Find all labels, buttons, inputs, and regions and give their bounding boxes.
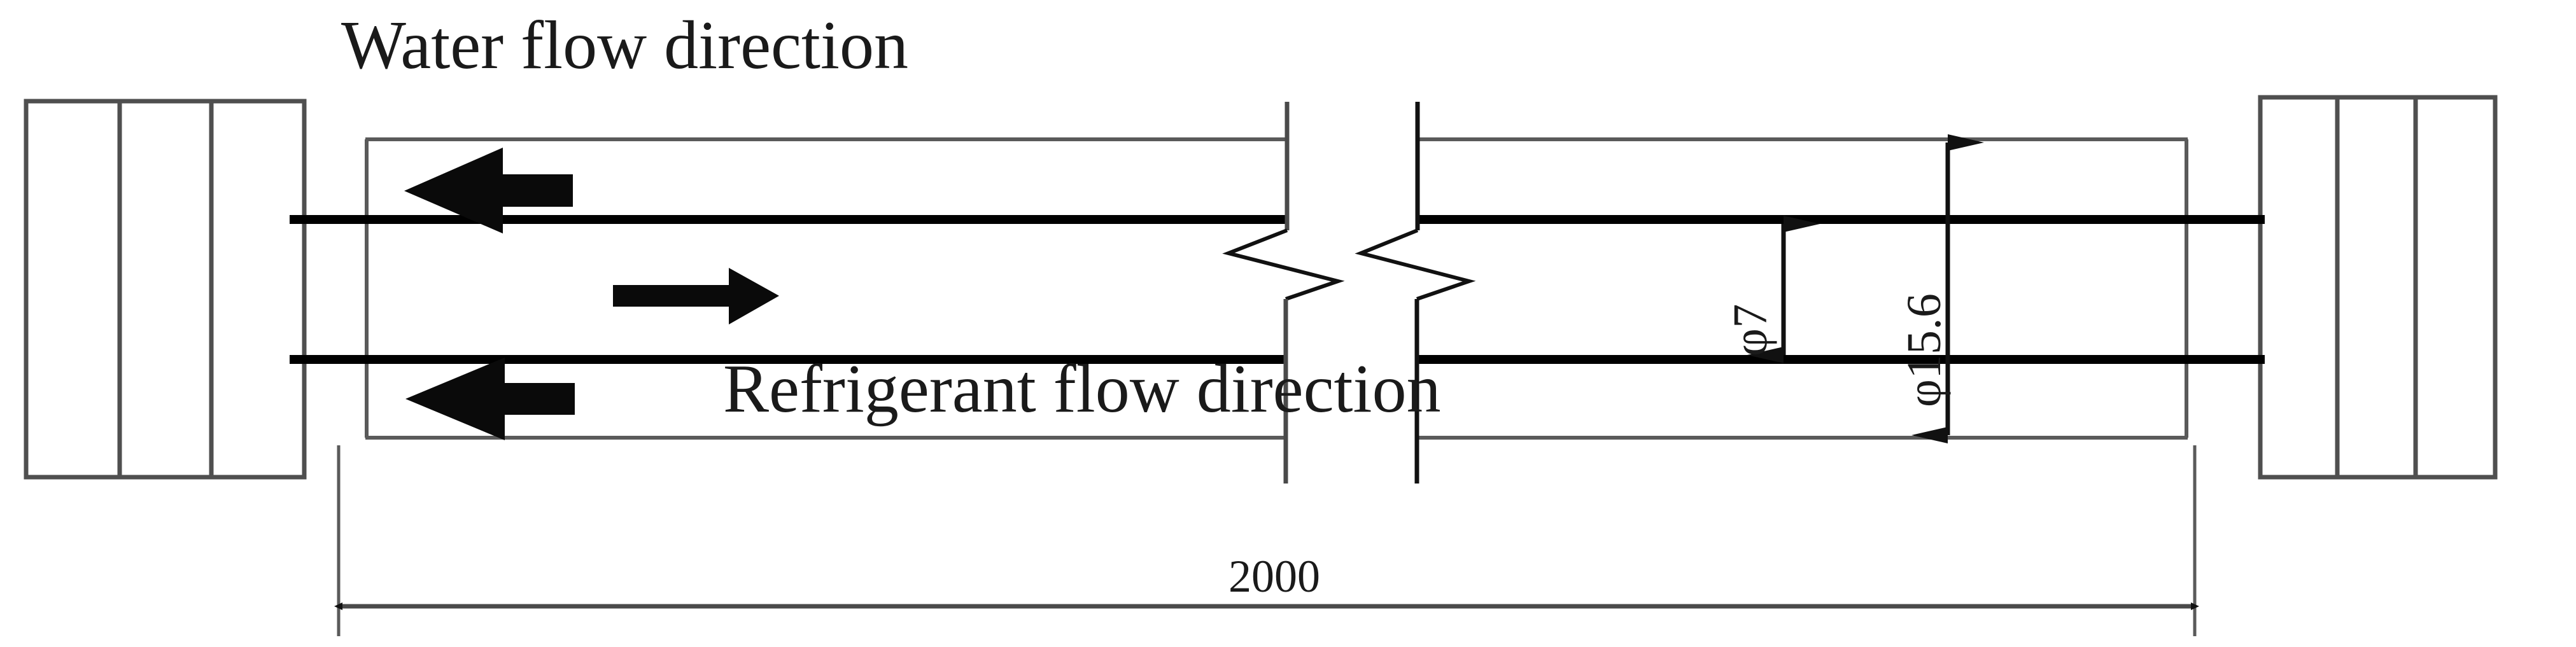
water-flow-direction-label: Water flow direction (341, 8, 908, 83)
inner-tube-right (1417, 215, 2265, 364)
refrigerant-flow-direction-label: Refrigerant flow direction (723, 351, 1441, 427)
inner-tube-left (290, 215, 1287, 364)
inner-diameter-value-label: φ7 (1724, 303, 1777, 356)
overall-length-value-label: 2000 (1228, 551, 1320, 602)
left-header-block (24, 99, 307, 480)
break-symbol-right (1355, 102, 1476, 484)
water-outlet-arrow-bottom (405, 358, 575, 440)
outer-tube-right (1417, 137, 2188, 440)
arrow-right-middle-glyph (613, 268, 779, 324)
dimension-overall-length (334, 445, 2199, 636)
refrigerant-arrow-middle (613, 268, 779, 324)
break-symbol-left (1222, 102, 1345, 484)
outer-diameter-value-label: φ15.6 (1897, 293, 1951, 407)
right-header-block (2258, 95, 2498, 480)
break-left-zigzag (1222, 228, 1345, 301)
arrow-left-bottom-glyph (405, 358, 575, 440)
arrow-left-top-glyph (404, 148, 573, 233)
right-header-outline (2258, 95, 2498, 480)
left-header-outline (24, 99, 307, 480)
break-right-zigzag (1355, 228, 1476, 301)
water-inlet-arrow-top (404, 148, 573, 233)
outer-tube-left (365, 137, 1287, 440)
